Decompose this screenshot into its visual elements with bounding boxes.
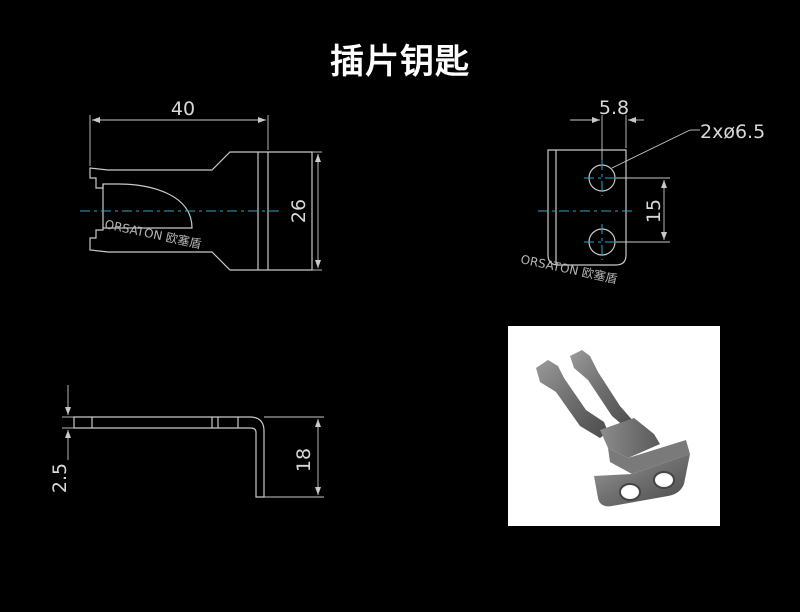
photo-bend [608, 440, 690, 474]
right-view: 5.8 2xø6.5 15 ORSATON 欧塞盾 [519, 97, 765, 286]
hole-callout-label: 2xø6.5 [700, 121, 765, 143]
product-photo-illustration [536, 350, 690, 507]
side-view: 2.5 18 [49, 385, 324, 498]
front-view-outline [89, 151, 313, 271]
dim-26-label: 26 [288, 199, 310, 223]
photo-mounting-plate [594, 454, 690, 507]
photo-hole-left [619, 483, 641, 501]
photo-body [600, 418, 660, 458]
product-photo [508, 326, 720, 526]
hole-callout-leader [611, 129, 691, 169]
dim-5-8-label: 5.8 [599, 97, 629, 119]
front-view: 40 26 ORSATON 欧塞盾 [80, 98, 322, 271]
photo-prong-right [570, 350, 634, 428]
right-view-plate-outline [547, 149, 627, 266]
page-title: 插片钥匙 [330, 42, 470, 82]
dim-15-label: 15 [643, 199, 665, 223]
photo-prong-left [536, 360, 608, 438]
right-view-watermark: ORSATON 欧塞盾 [519, 251, 618, 286]
dim-40-label: 40 [171, 98, 195, 120]
front-view-watermark: ORSATON 欧塞盾 [103, 216, 202, 251]
dim-2-5-label: 2.5 [49, 463, 71, 493]
photo-hole-right [653, 471, 675, 489]
side-view-profile [73, 416, 265, 498]
dim-18-label: 18 [293, 448, 315, 472]
